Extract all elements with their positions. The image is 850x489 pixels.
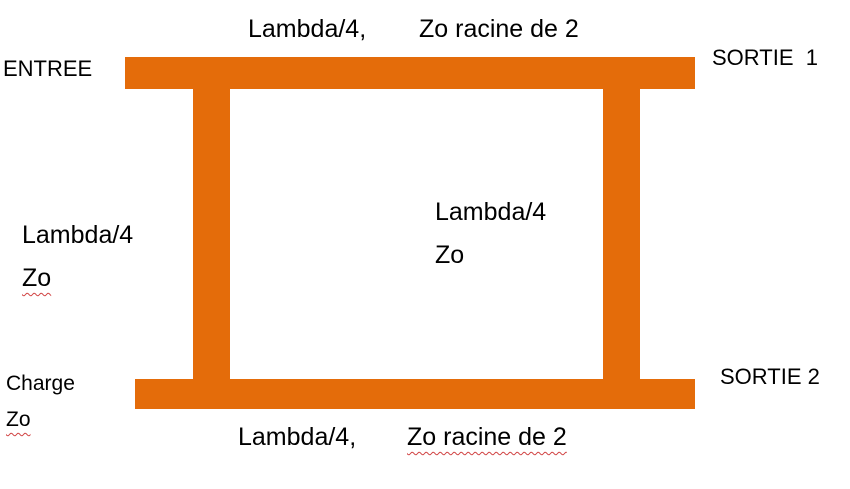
right-line-lambda-label: Lambda/4 bbox=[435, 198, 547, 226]
input-port-label: ENTREE bbox=[3, 56, 93, 81]
bottom-line-impedance-label: Zo racine de 2 bbox=[407, 423, 567, 451]
output-port-2-label: SORTIE 2 bbox=[720, 364, 820, 389]
right-line-impedance-label: Zo bbox=[435, 241, 465, 269]
left-line-impedance-label: Zo bbox=[22, 264, 52, 292]
load-port-label: Charge bbox=[6, 372, 75, 395]
top-line-lambda-label: Lambda/4, bbox=[248, 15, 367, 43]
bottom-line-lambda-label: Lambda/4, bbox=[238, 423, 357, 451]
bottom-transmission-line bbox=[135, 379, 695, 409]
top-line-impedance-label: Zo racine de 2 bbox=[419, 15, 579, 43]
right-transmission-line bbox=[603, 89, 640, 379]
top-transmission-line bbox=[125, 57, 695, 89]
left-transmission-line bbox=[193, 89, 230, 379]
output-port-1-label: SORTIE 1 bbox=[712, 45, 818, 70]
load-impedance-label: Zo bbox=[6, 408, 31, 431]
left-line-lambda-label: Lambda/4 bbox=[22, 221, 134, 249]
